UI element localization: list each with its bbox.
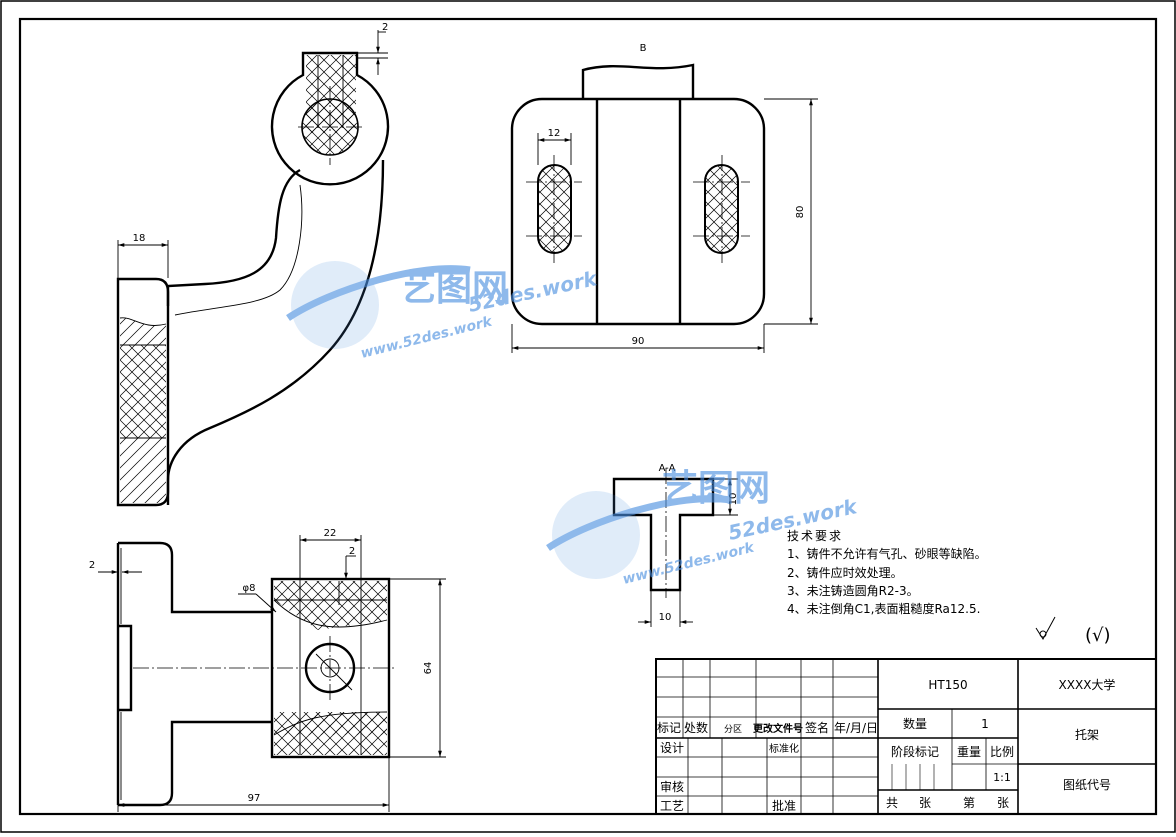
tech-item-3: 3、未注铸造圆角R2-3。 [787, 583, 919, 598]
tb-school: XXXX大学 [1059, 677, 1116, 692]
dim-90: 90 [632, 336, 645, 347]
tb-qty-value: 1 [981, 717, 989, 731]
dim-22: 22 [324, 528, 337, 539]
dim-64: 64 [423, 662, 434, 675]
side-view [510, 63, 818, 353]
tb-rev-date: 年/月/日 [834, 721, 878, 735]
dim-18: 18 [133, 233, 146, 244]
title-block [655, 658, 1157, 815]
tb-approve: 批准 [772, 798, 796, 813]
tb-rev-sign: 签名 [805, 720, 829, 735]
watermark-1: 艺图网 52des.work www.52des.work [286, 261, 600, 362]
view-label-b: B [640, 43, 647, 54]
tb-drawing-code: 图纸代号 [1063, 778, 1111, 792]
dim-12: 12 [548, 128, 561, 139]
tb-process: 工艺 [660, 799, 684, 813]
tb-total-label: 共 [886, 796, 898, 810]
tb-rev-zone: 分区 [724, 724, 742, 735]
tb-qty-label: 数量 [903, 716, 927, 731]
tb-sheet-label: 第 [963, 796, 975, 810]
tb-design: 设计 [660, 741, 684, 755]
roughness-symbol-icon [1035, 616, 1056, 640]
top-view [98, 535, 446, 812]
tech-item-4: 4、未注倒角C1,表面粗糙度Ra12.5. [787, 601, 980, 616]
section-label-aa: A-A [659, 463, 676, 474]
tb-weight-label: 重量 [957, 745, 981, 759]
tb-part-name: 托架 [1075, 728, 1099, 742]
tb-sheet-unit: 张 [919, 796, 931, 810]
dim-97: 97 [248, 793, 261, 804]
tb-stage-label: 阶段标记 [891, 744, 939, 759]
tb-material: HT150 [928, 678, 967, 692]
tb-standard: 标准化 [769, 742, 799, 755]
main-view [116, 30, 390, 507]
tb-scale-label: 比例 [990, 745, 1014, 759]
dim-2-inner: 2 [349, 546, 355, 557]
roughness-other: (√) [1085, 625, 1111, 646]
tb-scale-value: 1:1 [993, 771, 1011, 784]
tb-review: 审核 [660, 779, 684, 794]
watermark-url-2: www.52des.work [621, 539, 757, 588]
tb-rev-doc: 更改文件号 [753, 722, 803, 735]
tech-requirements: 技术要求 1、铸件不允许有气孔、砂眼等缺陷。 2、铸件应时效处理。 3、未注铸造… [787, 529, 987, 616]
tech-item-1: 1、铸件不允许有气孔、砂眼等缺陷。 [787, 546, 987, 561]
dim-phi8: φ8 [243, 583, 256, 594]
tb-rev-mark: 标记 [657, 721, 681, 735]
dim-top-2: 2 [382, 22, 388, 33]
dim-2-left: 2 [89, 560, 95, 571]
dim-80: 80 [795, 206, 806, 219]
watermark-brand-2: 艺图网 [662, 468, 770, 509]
dim-10b: 10 [659, 612, 672, 623]
tech-title: 技术要求 [787, 529, 843, 543]
tech-item-2: 2、铸件应时效处理。 [787, 565, 903, 580]
watermark-url-1: www.52des.work [359, 313, 495, 362]
dim-10a: 10 [728, 493, 739, 506]
inner-frame [18, 17, 1158, 816]
tb-sheet-unit2: 张 [997, 796, 1009, 810]
watermark-brand-1: 艺图网 [400, 268, 508, 309]
tb-rev-count: 处数 [684, 720, 708, 735]
